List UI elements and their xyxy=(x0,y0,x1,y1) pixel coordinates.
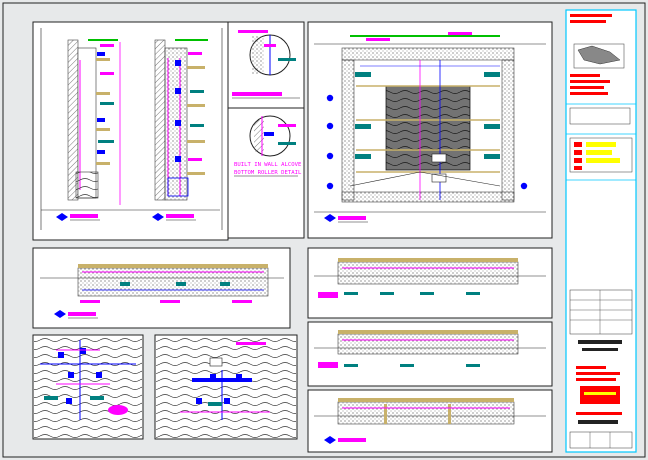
plan-section-left xyxy=(32,247,291,329)
wall-elevation-left xyxy=(32,21,229,241)
title-block xyxy=(565,9,637,453)
roller-detail-bottom: BUILT IN WALL ALCOVE BOTTOM ROLLER DETAI… xyxy=(227,107,305,239)
front-elevation xyxy=(307,21,553,239)
plan-section-right-3 xyxy=(307,389,553,453)
roller-detail-top xyxy=(227,21,305,109)
callout-line-2: BOTTOM ROLLER DETAIL xyxy=(234,170,302,176)
callout-line-1: BUILT IN WALL ALCOVE xyxy=(234,162,302,168)
plan-section-right-1 xyxy=(307,247,553,319)
plan-section-right-2 xyxy=(307,321,553,387)
joint-detail-left xyxy=(32,334,144,440)
joint-detail-right xyxy=(154,334,298,440)
